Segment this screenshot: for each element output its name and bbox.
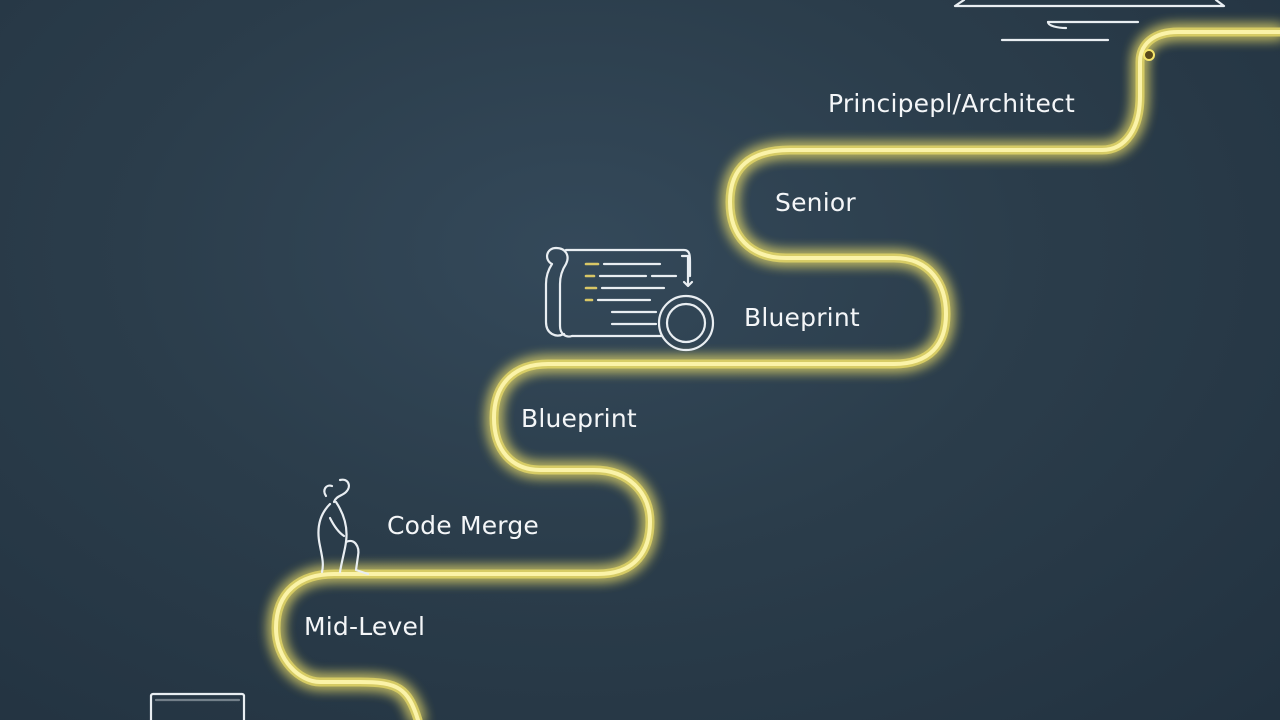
person-climbing-icon [317,478,370,576]
laptop-icon [149,692,246,720]
career-path-line [274,30,1280,720]
stage-label-mid-level: Mid-Level [304,612,425,641]
stage-label-code-merge: Code Merge [387,511,539,540]
career-path [271,27,1280,720]
stage-label-senior: Senior [775,188,856,217]
blueprint-scroll-icon [544,246,715,352]
monitor-icon [953,0,1226,42]
stage-label-blueprint-lower: Blueprint [521,404,637,433]
stage-label-principal: Principepl/Architect [828,89,1075,118]
path-node-dot [1143,49,1155,61]
stage-label-blueprint-upper: Blueprint [744,303,860,332]
